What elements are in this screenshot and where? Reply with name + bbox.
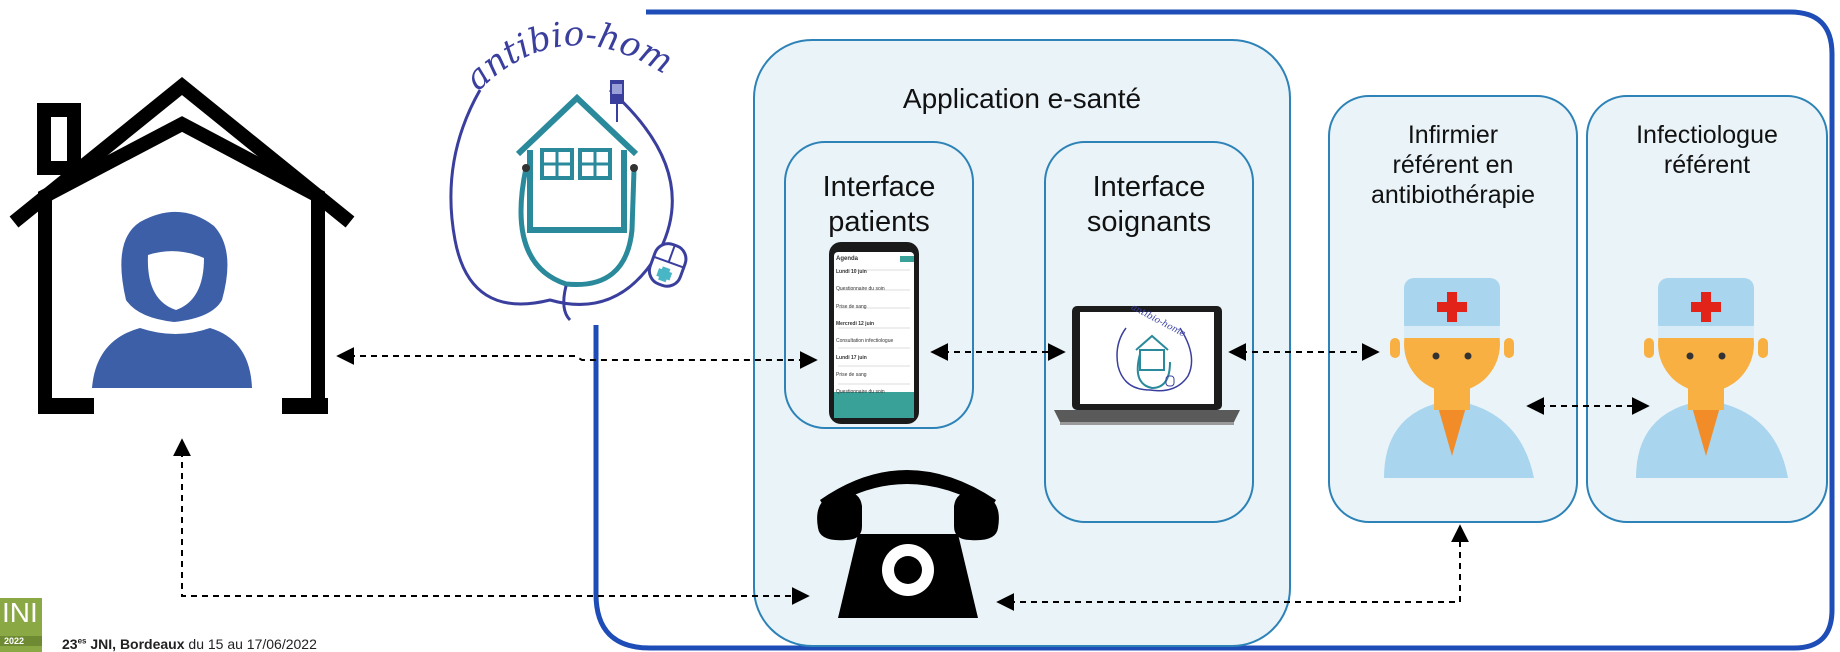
footer-ordinal-suffix: es [77, 636, 87, 646]
nurse-line2: référent en [1392, 151, 1514, 179]
logo-text: antibio-home [0, 0, 680, 98]
arrow-home-telephone [173, 438, 810, 605]
phone-row: Lundi 17 juin [836, 355, 867, 361]
infectiologist-line2: référent [1663, 151, 1751, 179]
caregiver-interface-line2: soignants [1086, 205, 1212, 238]
phone-row: Questionnaire du soin [836, 286, 885, 292]
footer-event: JNI, Bordeaux [90, 636, 185, 652]
phone-row: Prise de sang [836, 304, 867, 310]
care-system-outline [593, 9, 1835, 651]
nurse-label: Infirmier référent en antibiothérapie [1329, 120, 1577, 210]
antibio-home-logo [449, 80, 688, 322]
phone-row: Lundi 10 juin [836, 269, 867, 275]
phone-screen-title: Agenda [836, 256, 859, 262]
ini-badge: INI 2022 [0, 598, 42, 652]
phone-row: Prise de sang [836, 372, 867, 378]
arrow-home-patient-interface [336, 347, 818, 369]
infectiologist-icon [1636, 278, 1788, 478]
nurse-line1: Infirmier [1407, 121, 1499, 149]
patient-face [147, 251, 204, 310]
smartphone [829, 242, 919, 424]
app-box-title: Application e-santé [902, 83, 1142, 114]
phone-row: Consultation infectiologue [836, 338, 894, 344]
footer-dates: du 15 au 17/06/2022 [188, 636, 317, 652]
footer-ordinal: 23 [62, 636, 78, 652]
ini-badge-year: 2022 [0, 636, 42, 646]
nurse-line3: antibiothérapie [1370, 181, 1535, 209]
arrow-telephone-nurse [996, 524, 1469, 611]
home-icon [9, 76, 355, 414]
phone-row: Mercredi 12 juin [836, 321, 875, 327]
phone-row: Questionnaire du soin [836, 389, 885, 395]
infectiologist-label: Infectiologue référent [1587, 120, 1827, 180]
laptop [1054, 306, 1240, 425]
caregiver-interface-label: Interface soignants [1045, 170, 1253, 240]
caregiver-interface-line1: Interface [1092, 171, 1206, 203]
nurse-icon [1384, 278, 1534, 478]
phone-screen: Agenda Lundi 10 juin Questionnaire du so… [836, 256, 900, 395]
patient-interface-line1: Interface [822, 171, 936, 203]
telephone-icon [817, 470, 999, 618]
arrows [173, 343, 1650, 611]
patient-interface-line2: patients [828, 205, 930, 238]
patient-interface-label: Interface patients [785, 170, 973, 240]
infectiologist-line1: Infectiologue [1636, 121, 1778, 149]
ini-badge-text: INI [2, 597, 38, 628]
footer: 23es JNI, Bordeaux du 15 au 17/06/2022 [62, 636, 317, 652]
